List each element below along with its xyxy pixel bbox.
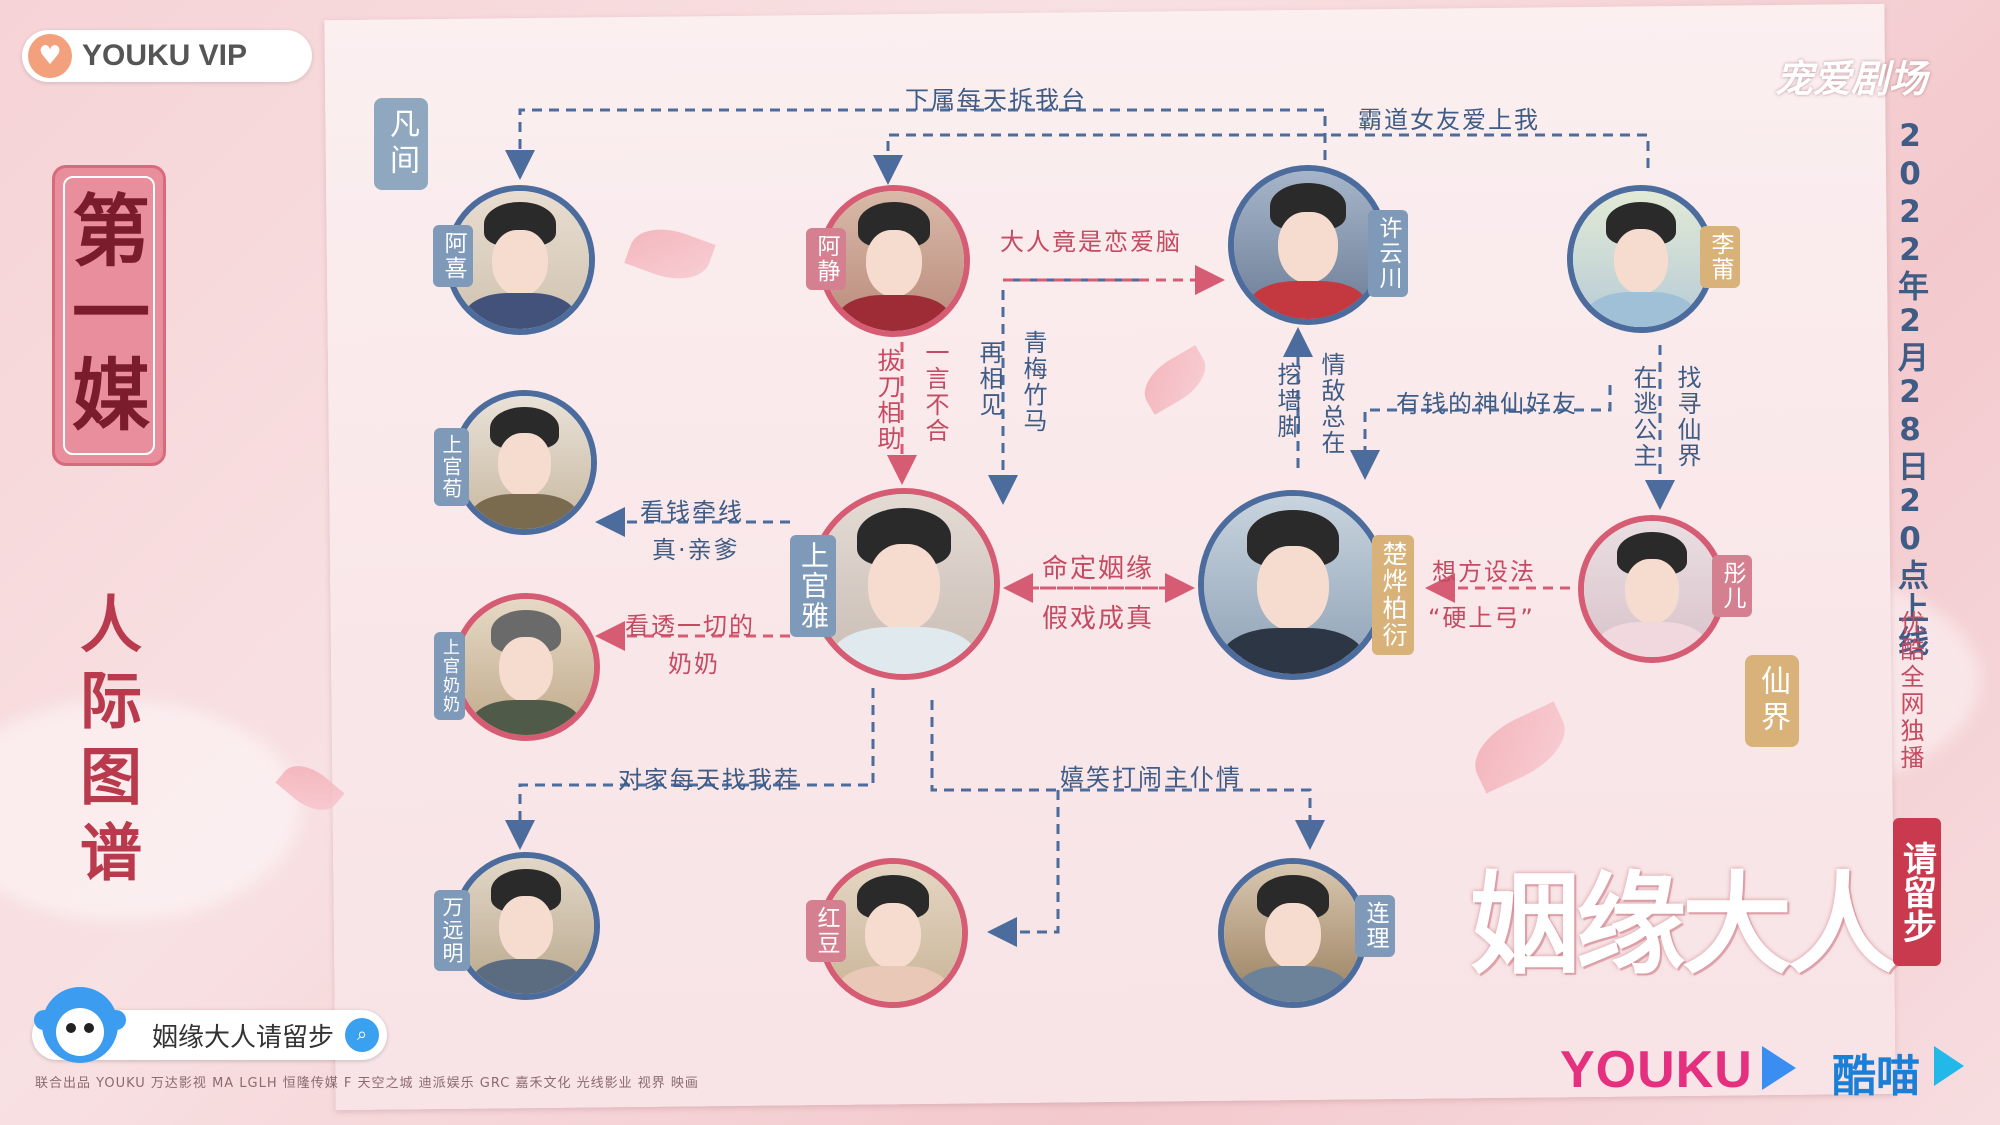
- search-icon[interactable]: ⌕: [345, 1018, 379, 1052]
- nametag-shangguan-grandma: 上官奶奶: [434, 632, 465, 720]
- portrait-tong-er[interactable]: [1578, 515, 1726, 663]
- portrait-chu-zhuo[interactable]: [1198, 490, 1388, 680]
- relation-label: 奶奶: [668, 650, 720, 678]
- relation-label: 挖墙脚: [1273, 362, 1301, 440]
- sponsor-logos: 联合出品 YOUKU 万达影视 MA LGLH 恒隆传媒 F 天空之城 迪派娱乐…: [35, 1076, 699, 1091]
- portrait-shangguan-father[interactable]: [452, 390, 597, 535]
- nametag-xuyunchuan: 许云川: [1368, 210, 1408, 297]
- relation-label: 有钱的神仙好友: [1396, 390, 1578, 418]
- nametag-ajing: 阿静: [806, 228, 846, 290]
- portrait-xuyunchuan[interactable]: [1228, 165, 1388, 325]
- youku-vip-badge[interactable]: ♥ YOUKU VIP: [22, 30, 312, 82]
- portrait-lianli[interactable]: [1218, 858, 1368, 1008]
- realm-label-immortal: 仙界: [1745, 655, 1799, 747]
- nametag-lianli: 连理: [1355, 895, 1395, 957]
- nametag-axi: 阿喜: [433, 225, 473, 287]
- relation-label: 拔刀相助: [873, 348, 901, 452]
- portrait-axi[interactable]: [445, 185, 595, 335]
- relation-label: 嬉笑打闹主仆情: [1060, 764, 1242, 792]
- relation-label: 假戏成真: [1042, 604, 1155, 634]
- mascot-icon: [34, 987, 126, 1063]
- nametag-chu-zhuo: 楚烨柏衍: [1372, 535, 1414, 655]
- relation-label: 命定姻缘: [1042, 554, 1155, 584]
- show-title-seal: 请留步: [1893, 818, 1941, 966]
- relation-label: 对家每天找我茬: [618, 766, 800, 794]
- relation-label: 情敌总在: [1317, 352, 1345, 456]
- nametag-shangguan-ya: 上官雅: [790, 535, 836, 637]
- cloud-decoration: [0, 700, 300, 920]
- release-date: 2022年2月28日20点上线: [1892, 118, 1928, 658]
- realm-label-mortal: 凡间: [374, 98, 428, 190]
- show-title-logo: 姻缘大人: [1470, 860, 1898, 989]
- play-icon: [1762, 1046, 1796, 1090]
- relation-label: 再相见: [975, 340, 1003, 418]
- nametag-wan-yuanming: 万远明: [434, 890, 470, 971]
- nametag-lipu: 李莆: [1700, 226, 1740, 288]
- youku-logo: YOUKU: [1560, 1041, 1753, 1099]
- relation-label: 看透一切的: [625, 612, 755, 640]
- portrait-shangguan-ya[interactable]: [808, 488, 1000, 680]
- relation-label: 青梅竹马: [1019, 330, 1047, 434]
- portrait-ajing[interactable]: [818, 185, 970, 337]
- title-card-text: 第一媒: [59, 190, 149, 436]
- relation-label: 找寻仙界: [1673, 365, 1701, 469]
- channel-logo: 宠爱剧场: [1775, 57, 1928, 101]
- heart-icon: ♥: [28, 34, 72, 78]
- relation-label: 真·亲爹: [652, 536, 740, 564]
- nametag-hongdou: 红豆: [806, 900, 846, 962]
- portrait-wan-yuanming[interactable]: [452, 852, 600, 1000]
- title-card: [52, 165, 166, 466]
- relation-label: 下属每天拆我台: [905, 86, 1087, 114]
- relation-label: 大人竟是恋爱脑: [1000, 228, 1182, 256]
- portrait-shangguan-grandma[interactable]: [452, 593, 600, 741]
- vip-badge-label: YOUKU VIP: [82, 39, 248, 72]
- play-icon: [1934, 1046, 1964, 1086]
- page-subtitle: 人际图谱: [69, 592, 142, 896]
- relation-label: 在逃公主: [1629, 365, 1657, 469]
- relation-label: 一言不合: [921, 340, 949, 444]
- relation-label: 看钱牵线: [640, 498, 744, 526]
- relation-label: “硬上弓”: [1428, 604, 1535, 632]
- exclusive-note: 优酷全网独播: [1896, 610, 1924, 772]
- portrait-lipu[interactable]: [1567, 185, 1715, 333]
- nametag-shangguan-father: 上官荀: [434, 428, 469, 506]
- relation-label: 霸道女友爱上我: [1358, 106, 1540, 134]
- nametag-tong-er: 彤儿: [1712, 555, 1752, 617]
- search-query: 姻缘大人请留步: [152, 1022, 335, 1053]
- kumiao-logo: 酷喵: [1832, 1051, 1920, 1102]
- relation-label: 想方设法: [1432, 558, 1536, 586]
